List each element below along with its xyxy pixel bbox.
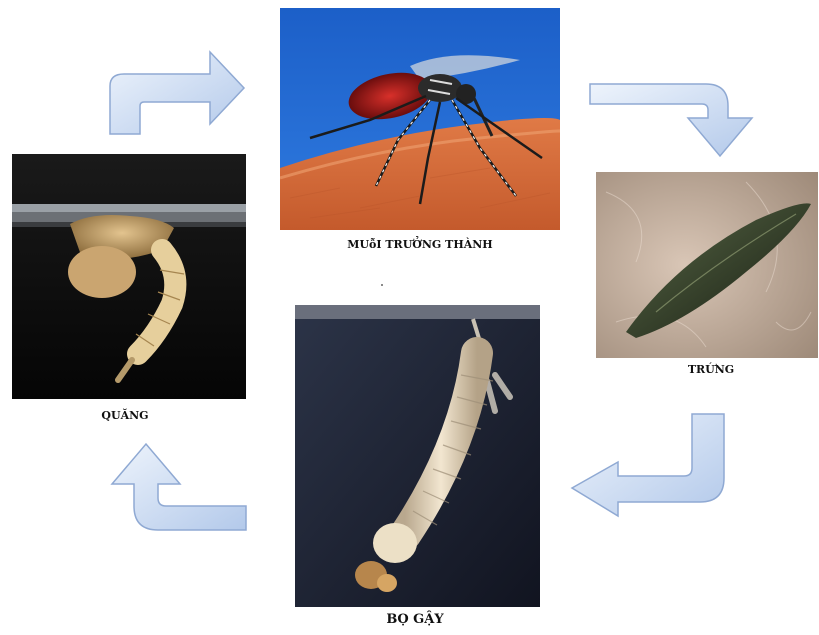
arrow-adult-to-egg-icon — [588, 78, 768, 160]
arrow-larva-to-pupa-icon — [94, 440, 248, 534]
arrow-pupa-to-adult-icon — [104, 44, 248, 134]
egg-photo — [596, 172, 818, 358]
larva-label: BỌ GẬY — [360, 612, 470, 627]
stray-dot — [381, 284, 383, 286]
egg-label: TRỨNG — [656, 363, 766, 376]
adult-mosquito-label: MUỗI TRƯỞNG THÀNH — [320, 238, 520, 251]
pupa-label: QUĂNG — [70, 409, 180, 422]
arrow-egg-to-larva-icon — [568, 412, 728, 518]
pupa-photo — [12, 154, 246, 399]
adult-mosquito-photo — [280, 8, 560, 230]
larva-photo — [295, 305, 540, 607]
